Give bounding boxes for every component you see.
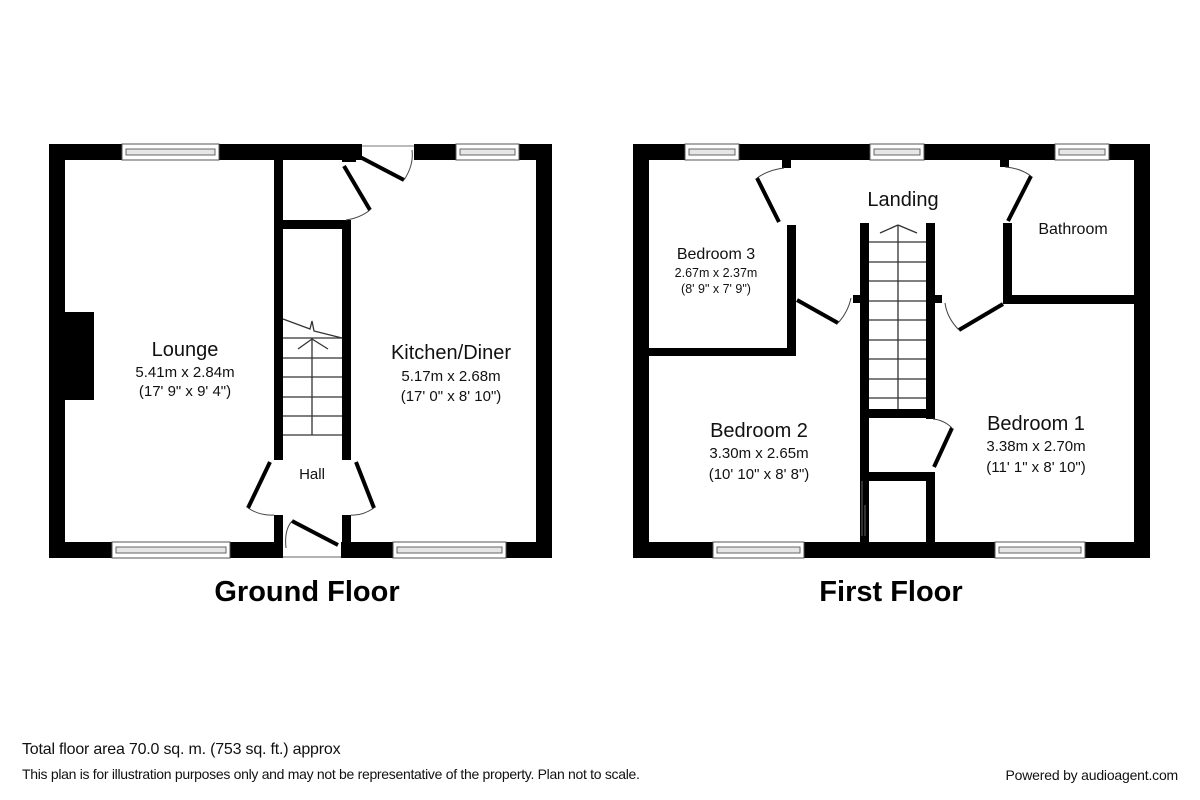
lounge-door bbox=[246, 461, 275, 516]
cupboard-door bbox=[342, 164, 372, 221]
bedroom3-dimensions-imperial: (8' 9" x 7' 9") bbox=[681, 282, 751, 296]
staircase bbox=[869, 224, 926, 409]
kitchen-name: Kitchen/Diner bbox=[391, 342, 511, 364]
bathroom-west-wall bbox=[1003, 223, 1012, 303]
lounge-dimensions-metric: 5.41m x 2.84m bbox=[135, 364, 234, 381]
window bbox=[712, 541, 805, 559]
ground-floor-plan: Lounge 5.41m x 2.84m (17' 9" x 9' 4") Ki… bbox=[49, 143, 552, 608]
first-floor-plan: Landing Bathroom Bedroom 3 2.67m x 2.37m… bbox=[633, 143, 1150, 608]
back-door bbox=[359, 145, 414, 182]
first-west-wall bbox=[633, 144, 649, 558]
bedroom3-east-wall bbox=[787, 225, 796, 356]
window bbox=[1054, 143, 1110, 161]
first-east-wall bbox=[1134, 144, 1150, 558]
first-floor-label: First Floor bbox=[819, 576, 962, 608]
bedroom3-dimensions-metric: 2.67m x 2.37m bbox=[675, 266, 758, 280]
cupboard-door bbox=[932, 418, 954, 468]
hall-wall-right-lower bbox=[342, 515, 351, 545]
bedroom2-dimensions-metric: 3.30m x 2.65m bbox=[709, 445, 808, 462]
hall-name: Hall bbox=[299, 466, 325, 483]
bedroom2-door bbox=[796, 297, 852, 325]
bedroom3-name: Bedroom 3 bbox=[677, 246, 755, 263]
door-jamb bbox=[782, 160, 791, 168]
kitchen-door bbox=[350, 461, 376, 516]
window bbox=[121, 143, 220, 161]
bedroom1-dimensions-metric: 3.38m x 2.70m bbox=[986, 438, 1085, 455]
bedroom1-name: Bedroom 1 bbox=[987, 413, 1085, 435]
door-jamb bbox=[933, 295, 942, 303]
bathroom-door bbox=[1004, 166, 1033, 222]
sliding-door bbox=[861, 481, 866, 536]
ground-west-wall bbox=[49, 144, 65, 558]
window bbox=[392, 541, 507, 559]
ground-floor-label: Ground Floor bbox=[214, 576, 399, 608]
window bbox=[111, 541, 231, 559]
bedroom3-door bbox=[755, 167, 785, 223]
landing-name: Landing bbox=[867, 189, 938, 211]
door-jamb bbox=[860, 536, 868, 544]
window bbox=[684, 143, 740, 161]
total-floor-area: Total floor area 70.0 sq. m. (753 sq. ft… bbox=[22, 741, 341, 758]
hall-wall-left bbox=[274, 158, 283, 460]
cupboard-wall bbox=[860, 472, 935, 481]
hall-wall-left-lower bbox=[274, 515, 283, 545]
lounge-name: Lounge bbox=[152, 339, 219, 361]
bedroom1-door bbox=[944, 302, 1005, 332]
bedroom1-dimensions-imperial: (11' 1" x 8' 10") bbox=[986, 459, 1085, 476]
hall-wall-right bbox=[342, 220, 351, 460]
window bbox=[994, 541, 1086, 559]
bedroom2-dimensions-imperial: (10' 10" x 8' 8") bbox=[709, 466, 810, 483]
staircase bbox=[282, 318, 343, 436]
kitchen-dimensions-imperial: (17' 0" x 8' 10") bbox=[401, 388, 502, 405]
stair-wall-bottom bbox=[860, 409, 935, 418]
cupboard-wall-right bbox=[926, 472, 935, 544]
lounge-dimensions-imperial: (17' 9" x 9' 4") bbox=[139, 383, 231, 400]
bathroom-south-wall bbox=[1003, 295, 1134, 304]
ground-east-wall bbox=[536, 144, 552, 558]
disclaimer: This plan is for illustration purposes o… bbox=[22, 766, 640, 782]
door-jamb bbox=[1000, 160, 1009, 167]
stair-wall-right bbox=[926, 223, 935, 419]
door-jamb bbox=[342, 156, 356, 162]
bedroom2-name: Bedroom 2 bbox=[710, 420, 808, 442]
front-door bbox=[285, 519, 339, 549]
cupboard-wall bbox=[274, 220, 351, 229]
kitchen-dimensions-metric: 5.17m x 2.68m bbox=[401, 368, 500, 385]
chimney-breast bbox=[62, 312, 94, 400]
bathroom-name: Bathroom bbox=[1038, 221, 1107, 238]
powered-by: Powered by audioagent.com bbox=[1005, 767, 1179, 783]
door-jamb bbox=[853, 295, 862, 303]
window bbox=[455, 143, 520, 161]
bedroom3-south-wall bbox=[649, 348, 796, 356]
stair-wall-left bbox=[860, 223, 869, 551]
window bbox=[869, 143, 925, 161]
